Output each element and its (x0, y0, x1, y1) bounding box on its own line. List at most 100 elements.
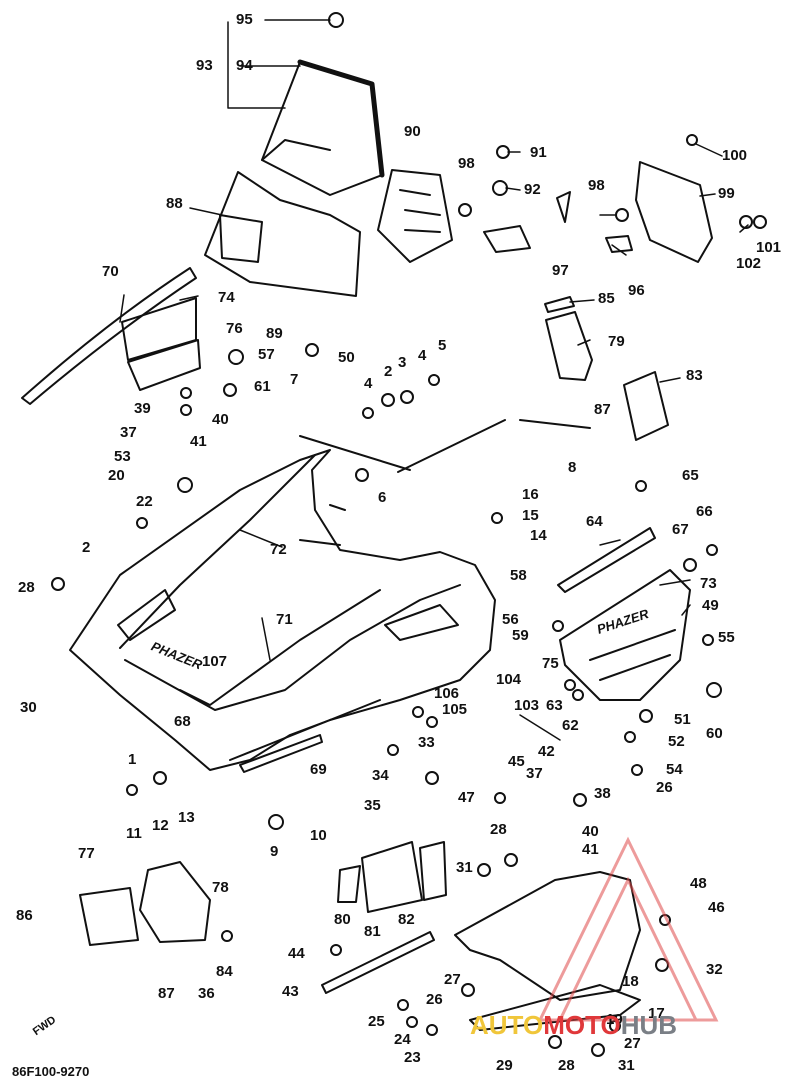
callout-1: 1 (128, 751, 137, 768)
callout-69: 69 (310, 761, 327, 778)
callout-56: 56 (502, 611, 519, 628)
callout-40b: 40 (582, 823, 599, 840)
callout-71: 71 (276, 611, 293, 628)
callout-48: 48 (690, 875, 707, 892)
callout-105: 105 (442, 701, 468, 718)
callout-3: 3 (398, 354, 407, 371)
cowl (204, 171, 361, 297)
callout-68: 68 (174, 713, 191, 730)
callout-29: 29 (496, 1057, 513, 1074)
callout-42: 42 (538, 743, 555, 760)
callout-74: 74 (218, 289, 235, 306)
callout-83: 83 (686, 367, 703, 384)
callout-78: 78 (212, 879, 229, 896)
callout-104: 104 (496, 671, 522, 688)
callout-94: 94 (236, 57, 253, 74)
callout-103: 103 (514, 697, 540, 714)
callout-82: 82 (398, 911, 415, 928)
callout-75: 75 (542, 655, 559, 672)
callout-100: 100 (722, 147, 748, 164)
callout-37: 37 (120, 424, 137, 441)
callout-28c: 28 (558, 1057, 575, 1074)
callout-73: 73 (700, 575, 717, 592)
callout-98b: 98 (588, 177, 605, 194)
callout-28b: 28 (490, 821, 507, 838)
callout-27b: 27 (624, 1035, 641, 1052)
callout-87b: 87 (158, 985, 175, 1002)
callout-5: 5 (438, 337, 447, 354)
callout-17: 17 (648, 1005, 665, 1022)
callout-70: 70 (102, 263, 119, 280)
side-panel (559, 569, 691, 701)
callout-57: 57 (258, 346, 275, 363)
callout-97: 97 (552, 262, 569, 279)
callout-28: 28 (18, 579, 35, 596)
callout-64: 64 (586, 513, 603, 530)
callout-41: 41 (190, 433, 207, 450)
callout-15: 15 (522, 507, 539, 524)
callout-81: 81 (364, 923, 381, 940)
callout-79: 79 (608, 333, 625, 350)
callout-52: 52 (668, 733, 685, 750)
callout-91: 91 (530, 144, 547, 161)
callout-44: 44 (288, 945, 305, 962)
callout-95: 95 (236, 11, 253, 28)
bracket-90 (377, 169, 453, 263)
callout-4: 4 (418, 347, 427, 364)
callout-89: 89 (266, 325, 283, 342)
callout-27: 27 (444, 971, 461, 988)
callout-63: 63 (546, 697, 563, 714)
callout-12: 12 (152, 817, 169, 834)
callout-30: 30 (20, 699, 37, 716)
callout-86: 86 (16, 907, 33, 924)
callout-50: 50 (338, 349, 355, 366)
callout-49: 49 (702, 597, 719, 614)
callout-36: 36 (198, 985, 215, 1002)
callout-8: 8 (568, 459, 577, 476)
callout-35: 35 (364, 797, 381, 814)
hood (69, 449, 496, 771)
callout-14: 14 (530, 527, 547, 544)
callout-18: 18 (622, 973, 639, 990)
callout-84: 84 (216, 963, 233, 980)
lower-cowl (454, 871, 641, 1001)
plate-99 (635, 161, 713, 263)
callout-66: 66 (696, 503, 713, 520)
watermark-auto: AUTO (470, 1010, 544, 1040)
callout-98: 98 (458, 155, 475, 172)
callout-32: 32 (706, 961, 723, 978)
callout-88: 88 (166, 195, 183, 212)
callout-26: 26 (656, 779, 673, 796)
callout-7: 7 (290, 371, 299, 388)
callout-41b: 41 (582, 841, 599, 858)
callout-93: 93 (196, 57, 213, 74)
callout-2b: 2 (82, 539, 91, 556)
callout-53: 53 (114, 448, 131, 465)
callout-20: 20 (108, 467, 125, 484)
callout-90: 90 (404, 123, 421, 140)
callout-31: 31 (456, 859, 473, 876)
callout-45: 45 (508, 753, 525, 770)
callout-11: 11 (126, 825, 142, 842)
callout-72: 72 (270, 541, 287, 558)
callout-13: 13 (178, 809, 195, 826)
callout-67: 67 (672, 521, 689, 538)
callout-39: 39 (134, 400, 151, 417)
callout-22: 22 (136, 493, 153, 510)
callout-6: 6 (378, 489, 387, 506)
callout-54: 54 (666, 761, 683, 778)
callout-65: 65 (682, 467, 699, 484)
callout-92: 92 (524, 181, 541, 198)
callout-80: 80 (334, 911, 351, 928)
callout-59: 59 (512, 627, 529, 644)
callout-107: 107 (202, 653, 228, 670)
callout-55: 55 (718, 629, 735, 646)
watermark: AUTOMOTOHUB (470, 1010, 677, 1041)
callout-46: 46 (708, 899, 725, 916)
callout-37b: 37 (526, 765, 543, 782)
callout-19: 19 (606, 1011, 623, 1028)
callout-62: 62 (562, 717, 579, 734)
callout-23: 23 (404, 1049, 421, 1066)
